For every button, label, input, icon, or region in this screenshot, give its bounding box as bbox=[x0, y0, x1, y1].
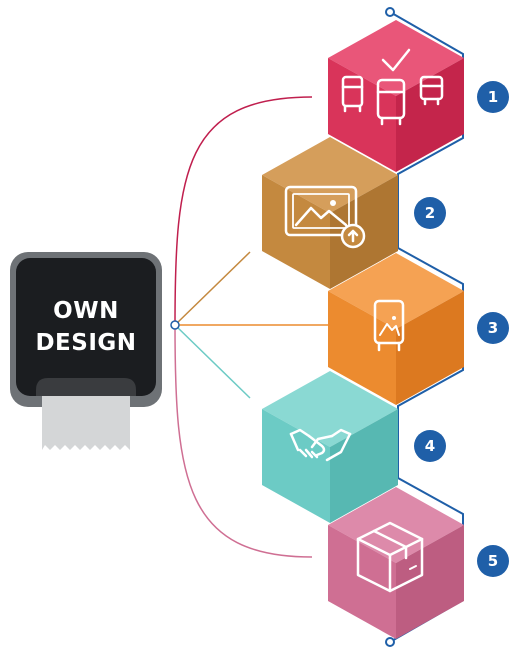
step-2-hexagon bbox=[262, 137, 398, 289]
center-node bbox=[170, 320, 180, 330]
connector-step-4 bbox=[174, 324, 251, 399]
package-box-icon bbox=[356, 521, 424, 593]
connector-step-2 bbox=[174, 251, 251, 326]
step-1-badge: 1 bbox=[477, 81, 509, 113]
step-5-number: 5 bbox=[488, 552, 498, 570]
dispensers-check-icon bbox=[341, 48, 444, 126]
connector-bottom-curve bbox=[174, 324, 313, 558]
step-4-badge: 4 bbox=[414, 430, 446, 462]
dispenser-face bbox=[16, 258, 156, 396]
title-line-2: DESIGN bbox=[35, 330, 136, 356]
title-line-1: OWN bbox=[53, 298, 119, 324]
step-1-number: 1 bbox=[488, 88, 498, 106]
step-4-hexagon bbox=[262, 371, 398, 523]
dispenser-slot bbox=[36, 378, 136, 396]
step-4-number: 4 bbox=[425, 437, 435, 455]
step-5-badge: 5 bbox=[477, 545, 509, 577]
step-2-badge: 2 bbox=[414, 197, 446, 229]
dispenser-design-icon bbox=[373, 299, 405, 352]
spine-top-node bbox=[385, 7, 395, 17]
hex-5-right bbox=[396, 525, 464, 639]
step-3-number: 3 bbox=[488, 319, 498, 337]
step-3-hexagon bbox=[328, 253, 464, 405]
step-3-badge: 3 bbox=[477, 312, 509, 344]
image-upload-icon bbox=[284, 185, 366, 249]
connectors bbox=[170, 96, 332, 558]
hex-5-left bbox=[328, 525, 396, 639]
connector-top-curve bbox=[174, 96, 313, 326]
spine-bottom-node bbox=[385, 637, 395, 647]
step-1-hexagon bbox=[328, 20, 464, 172]
hex-3-left bbox=[328, 291, 396, 405]
step-5-hexagon bbox=[328, 487, 464, 639]
handshake-icon bbox=[289, 428, 352, 462]
step-2-number: 2 bbox=[425, 204, 435, 222]
hex-1-right bbox=[396, 58, 464, 172]
hex-3-right bbox=[396, 291, 464, 405]
step-badges: 1 2 3 4 5 bbox=[414, 81, 509, 577]
hex-2-left bbox=[262, 175, 330, 289]
dispenser-device: OWN DESIGN bbox=[10, 252, 162, 450]
paper-sheet bbox=[42, 396, 130, 450]
